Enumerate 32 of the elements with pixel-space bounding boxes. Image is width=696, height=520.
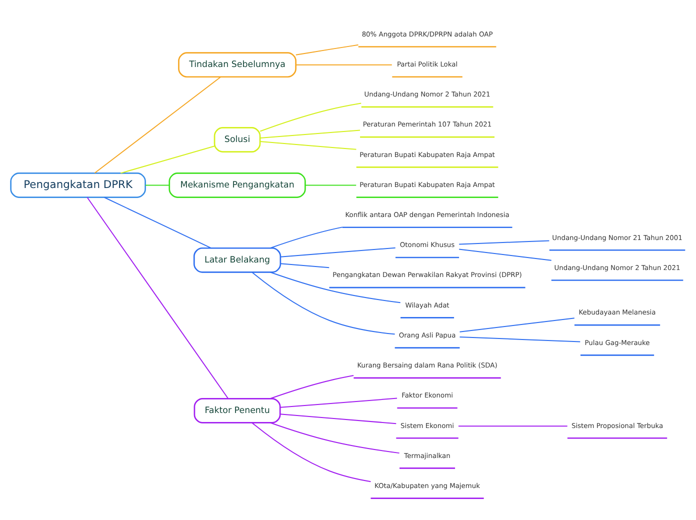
connector bbox=[460, 336, 580, 342]
connector bbox=[270, 226, 342, 248]
node-box: Pengangkatan DPRK bbox=[10, 172, 146, 198]
connector bbox=[120, 145, 215, 174]
connector bbox=[296, 64, 392, 65]
connector bbox=[459, 248, 552, 260]
connector bbox=[280, 262, 330, 268]
connector bbox=[460, 317, 574, 332]
connector bbox=[305, 184, 356, 186]
connector bbox=[260, 129, 360, 138]
connector bbox=[270, 271, 400, 303]
connector bbox=[459, 240, 550, 244]
connector bbox=[260, 102, 362, 132]
connector bbox=[252, 422, 371, 482]
connector bbox=[94, 76, 222, 173]
node-box: Solusi bbox=[214, 126, 261, 152]
connector bbox=[458, 425, 568, 426]
connector bbox=[145, 184, 170, 186]
connector bbox=[104, 196, 212, 248]
node-box: Mekanisme Pengangkatan bbox=[168, 172, 306, 198]
connector bbox=[280, 397, 398, 408]
node-box: Faktor Penentu bbox=[194, 397, 281, 423]
node-box: Latar Belakang bbox=[193, 246, 282, 272]
connector bbox=[296, 44, 358, 55]
connector bbox=[280, 413, 396, 424]
connector bbox=[270, 422, 400, 454]
connector bbox=[280, 246, 396, 257]
connector bbox=[252, 271, 395, 334]
connector bbox=[260, 140, 356, 150]
connector bbox=[270, 374, 354, 399]
connector bbox=[86, 196, 228, 398]
node-box: Tindakan Sebelumnya bbox=[178, 52, 296, 78]
